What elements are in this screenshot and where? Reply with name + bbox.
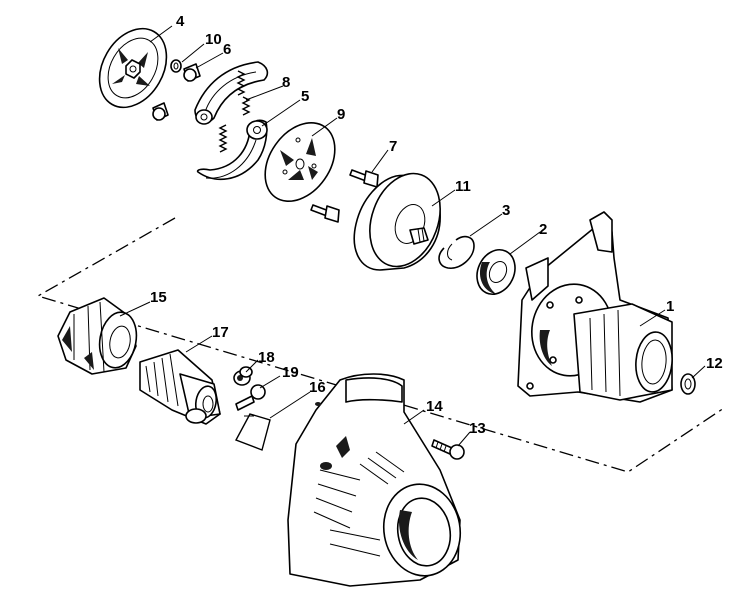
part-3-circlip xyxy=(438,235,475,269)
part-5-clutch-shoe-upper xyxy=(194,61,269,125)
part-15-rubber-damper xyxy=(57,297,138,375)
callout-10: 10 xyxy=(205,31,222,48)
part-13-screw xyxy=(431,439,465,460)
callout-3: 3 xyxy=(502,202,510,219)
callout-6: 6 xyxy=(223,41,231,58)
callout-4: 4 xyxy=(176,13,185,30)
part-8-spring-lower xyxy=(218,124,228,153)
callout-1: 1 xyxy=(666,298,674,315)
callout-11: 11 xyxy=(455,178,471,195)
leader-lines xyxy=(119,25,706,447)
callout-17: 17 xyxy=(212,324,229,341)
part-5-clutch-shoe-lower xyxy=(196,119,268,180)
callout-9: 9 xyxy=(337,106,345,123)
part-14-housing xyxy=(287,373,462,587)
callout-7: 7 xyxy=(389,138,397,155)
assembly-boundary xyxy=(36,217,725,473)
part-1-gear-housing xyxy=(517,211,673,403)
part-6-sleeve-second xyxy=(152,102,169,121)
part-12-retaining-ring xyxy=(680,373,696,395)
callout-19: 19 xyxy=(282,364,299,381)
part-7-screw-lower xyxy=(310,204,340,223)
part-17-drive-sleeve xyxy=(139,349,221,425)
part-10-washer xyxy=(170,59,182,73)
part-4-carrier-plate xyxy=(98,27,168,109)
callout-2: 2 xyxy=(539,221,547,238)
callout-16: 16 xyxy=(309,379,326,396)
part-2-ball-bearing xyxy=(476,249,516,295)
part-8-spring-upper xyxy=(236,70,251,116)
callout-15: 15 xyxy=(150,289,167,306)
callout-5: 5 xyxy=(301,88,309,105)
callout-12: 12 xyxy=(706,355,723,372)
part-7-screw-upper xyxy=(349,169,379,188)
part-6-sleeve xyxy=(183,63,201,82)
callout-18: 18 xyxy=(258,349,275,366)
callout-8: 8 xyxy=(282,74,290,91)
callout-14: 14 xyxy=(426,398,443,415)
part-19-screw xyxy=(235,384,266,411)
part-18-spacer xyxy=(233,366,253,386)
part-11-clutch-drum xyxy=(353,172,441,271)
part-16-wire-clip xyxy=(235,413,271,451)
callout-13: 13 xyxy=(469,420,486,437)
